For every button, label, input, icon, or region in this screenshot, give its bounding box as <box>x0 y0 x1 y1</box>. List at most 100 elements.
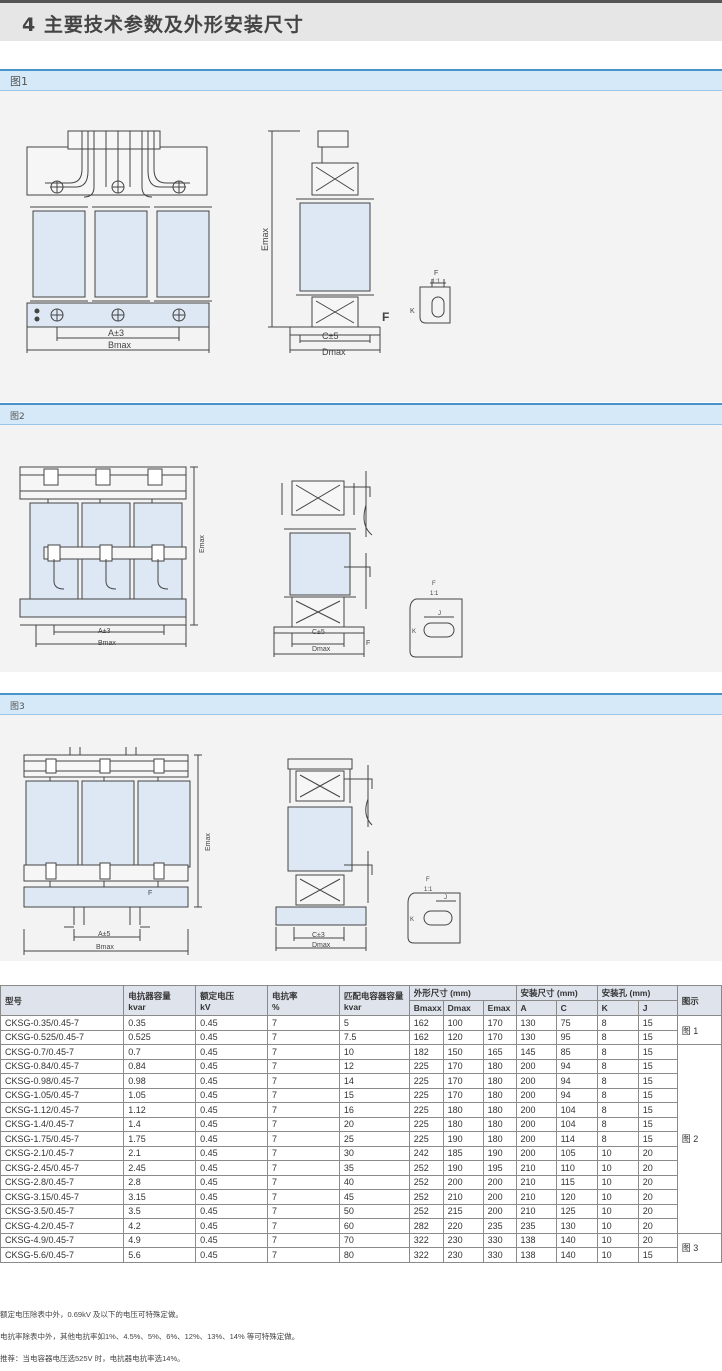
table-cell: 170 <box>442 1073 484 1089</box>
table-cell: 8 <box>596 1087 639 1103</box>
table-cell: 15 <box>637 1131 678 1147</box>
table-cell: 322 <box>408 1247 444 1263</box>
table-cell: 252 <box>408 1203 444 1219</box>
table-cell: 220 <box>442 1218 484 1234</box>
table-cell: 170 <box>482 1015 517 1031</box>
table-cell: 130 <box>515 1029 557 1045</box>
th-bmax: Bmaxx <box>408 1000 444 1016</box>
table-cell: 8 <box>596 1116 639 1132</box>
table-cell: 110 <box>555 1160 598 1176</box>
table-cell: 252 <box>408 1174 444 1190</box>
fig2-dim-c: C±5 <box>312 629 325 636</box>
note-3: 推荐：当电容器电压选525V 时，电抗器电抗率选14%。 <box>0 1354 185 1363</box>
table-cell: CKSG-1.75/0.45-7 <box>0 1131 125 1147</box>
fig1-dim-d: Dmax <box>322 347 346 357</box>
fig3-coil-3 <box>137 780 191 868</box>
table-cell: 8 <box>596 1044 639 1060</box>
table-cell: 40 <box>338 1174 410 1190</box>
fig1-terminal-block <box>67 130 161 150</box>
table-cell: 15 <box>637 1247 678 1263</box>
fig3-dim-e: Emax <box>205 833 212 851</box>
table-cell: 12 <box>338 1058 410 1074</box>
table-cell: 0.45 <box>195 1247 269 1263</box>
table-cell: 10 <box>596 1218 639 1234</box>
fig2-dim-f: F <box>366 640 370 647</box>
table-cell: 7 <box>267 1174 340 1190</box>
fig2-detail-ratio: 1:1 <box>430 591 439 597</box>
table-cell: 15 <box>637 1044 678 1060</box>
th-install: 安装尺寸 (mm) <box>515 985 598 1001</box>
table-cell: 210 <box>515 1189 557 1205</box>
table-cell: 210 <box>515 1174 557 1190</box>
table-cell: 20 <box>637 1160 678 1176</box>
table-cell: 190 <box>482 1145 517 1161</box>
table-cell: 200 <box>515 1073 557 1089</box>
table-cell: 20 <box>637 1189 678 1205</box>
fig3-dim-c: C±3 <box>312 932 325 939</box>
table-cell: 20 <box>637 1218 678 1234</box>
table-cell: 0.84 <box>123 1058 197 1074</box>
table-cell: 235 <box>482 1218 517 1234</box>
th-dmax: Dmax <box>442 1000 484 1016</box>
table-cell: 200 <box>442 1174 484 1190</box>
fig2-dim-b: Bmax <box>98 640 116 647</box>
table-cell: 190 <box>442 1131 484 1147</box>
table-cell: 7 <box>267 1203 340 1219</box>
figure-2-label: 图2 <box>10 412 25 422</box>
table-cell: 7.5 <box>338 1029 410 1045</box>
table-cell: 150 <box>442 1044 484 1060</box>
table-cell: 0.45 <box>195 1029 269 1045</box>
table-cell: 8 <box>596 1058 639 1074</box>
table-cell: 7 <box>267 1015 340 1031</box>
fig1-coil-3 <box>156 210 210 298</box>
figure-1-label: 图1 <box>10 75 28 88</box>
table-cell: 200 <box>515 1058 557 1074</box>
th-holes: 安装孔 (mm) <box>596 985 678 1001</box>
table-cell: 10 <box>338 1044 410 1060</box>
table-cell: 100 <box>442 1015 484 1031</box>
table-cell: 3.15 <box>123 1189 197 1205</box>
table-cell: 10 <box>596 1189 639 1205</box>
table-cell: 10 <box>596 1232 639 1248</box>
table-cell: 200 <box>515 1087 557 1103</box>
th-emax: Emax <box>482 1000 517 1016</box>
table-cell: 20 <box>637 1203 678 1219</box>
table-cell: CKSG-3.15/0.45-7 <box>0 1189 125 1205</box>
table-cell: 10 <box>596 1174 639 1190</box>
table-cell: 235 <box>515 1218 557 1234</box>
table-cell: 170 <box>442 1058 484 1074</box>
figure-3-panel: 图3 <box>0 693 722 961</box>
figure-ref-cell: 图 2 <box>676 1044 722 1234</box>
table-cell: 1.4 <box>123 1116 197 1132</box>
fig3-coil-2 <box>81 780 135 868</box>
table-cell: CKSG-4.2/0.45-7 <box>0 1218 125 1234</box>
table-cell: 7 <box>267 1029 340 1045</box>
table-cell: 0.45 <box>195 1174 269 1190</box>
table-cell: 0.35 <box>123 1015 197 1031</box>
table-cell: 50 <box>338 1203 410 1219</box>
table-cell: CKSG-0.7/0.45-7 <box>0 1044 125 1060</box>
table-cell: 0.45 <box>195 1145 269 1161</box>
table-cell: 0.525 <box>123 1029 197 1045</box>
table-cell: 15 <box>637 1087 678 1103</box>
fig1-dim-a: A±3 <box>108 328 124 338</box>
table-cell: 138 <box>515 1232 557 1248</box>
table-cell: 8 <box>596 1102 639 1118</box>
table-cell: 94 <box>555 1087 598 1103</box>
table-cell: 5.6 <box>123 1247 197 1263</box>
table-cell: 10 <box>596 1160 639 1176</box>
table-cell: 180 <box>442 1102 484 1118</box>
table-cell: 7 <box>267 1044 340 1060</box>
figure-3-label: 图3 <box>10 702 25 712</box>
table-cell: 145 <box>515 1044 557 1060</box>
table-cell: 15 <box>637 1015 678 1031</box>
table-cell: 10 <box>596 1247 639 1263</box>
table-cell: CKSG-4.9/0.45-7 <box>0 1232 125 1248</box>
